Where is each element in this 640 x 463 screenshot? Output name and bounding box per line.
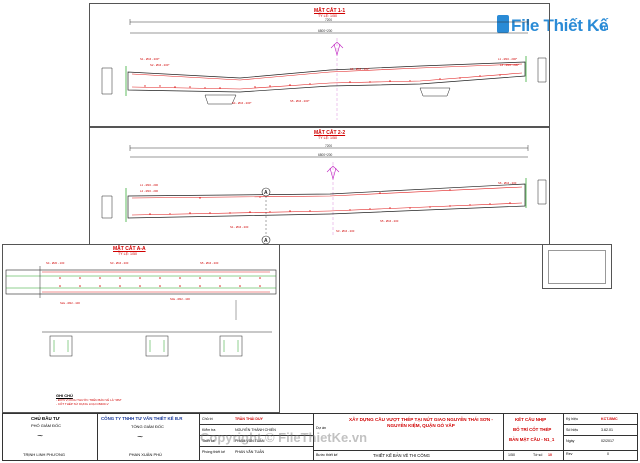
svg-text:S5 - Ø16 - 200*: S5 - Ø16 - 200* (290, 99, 310, 103)
section-2-scale: TỶ LỆ: 1/50 (318, 136, 337, 140)
section-1-title: MẶT CẮT 1-1 (314, 8, 346, 14)
logo-text: File Thiết Kế (511, 16, 609, 35)
section-1-frame (89, 3, 550, 127)
drawing-canvas: 7200 6800+200 S1 - Ø16 - 200* S2 - Ø16 -… (5, 18, 547, 357)
section-a-title: MẶT CẮT A-A (113, 246, 146, 252)
rev-label: Rev (566, 452, 573, 456)
svg-text:S3a - Ø22 - 100: S3a - Ø22 - 100 (170, 297, 190, 301)
svg-text:S6 - Ø16 - 200*: S6 - Ø16 - 200* (350, 67, 370, 71)
director-label: TỔNG GIÁM ĐỐC (131, 424, 164, 429)
svg-text:A: A (264, 190, 268, 196)
logo-icon (497, 15, 509, 33)
section-2-drawing: 7200 6800+200 A A L1 - Ø16 - 200 L4 - Ø1… (101, 144, 547, 245)
scale-value: 1/50 (508, 453, 515, 457)
project-name: XÂY DỰNG CẦU VƯỢT THÉP TẠI NÚT GIAO NGUY… (349, 417, 493, 428)
svg-text:S6 - Ø16 - 200: S6 - Ø16 - 200 (498, 181, 517, 185)
svg-text:L1 - Ø16 - 200*: L1 - Ø16 - 200* (498, 57, 518, 61)
svg-text:S5 - Ø16 - 200: S5 - Ø16 - 200 (200, 261, 219, 265)
section-a-drawing: S4 - Ø20 - 100 S3 - Ø16 - 200 S5 - Ø16 -… (5, 261, 277, 357)
svg-text:L4 - Ø16 - 200: L4 - Ø16 - 200 (140, 189, 158, 193)
notes-line-2: - CỐT THÉP SỬ DỤNG LOẠI CB400-V (56, 402, 109, 406)
section-1-scale: TỶ LỆ: 1/50 (318, 14, 337, 18)
section-2-frame (89, 127, 550, 245)
role-name-2: NGUYỄN THÀNH CHIẾN (235, 428, 276, 432)
notes-title: GHI CHÚ (56, 393, 73, 398)
svg-text:L4 - Ø16 - 200*: L4 - Ø16 - 200* (500, 63, 520, 67)
svg-text:6800+200: 6800+200 (318, 153, 332, 157)
sheet-value: 10 (548, 453, 552, 457)
title-block: CHỦ ĐẦU TƯ PHÓ GIÁM ĐỐC ~ TRỊNH LINH PHƯ… (2, 413, 638, 461)
number-label: Số hiệu (566, 428, 579, 432)
drawing-title: BỐ TRÍ CỐT THÉP (513, 427, 552, 432)
section-2-title: MẶT CẮT 2-2 (314, 130, 346, 136)
stage-value: THIẾT KẾ BẢN VẼ THI CÔNG (373, 453, 430, 458)
stage-label: Bước thiết kế (316, 453, 338, 457)
role-label-4: Phòng thiết kế (202, 450, 225, 454)
section-1-drawing: 7200 6800+200 S1 - Ø16 - 200* S2 - Ø16 -… (101, 18, 547, 120)
notes-line-1: - ĐƠN VỊ KÍCH THƯỚC TRÊN BẢN VẼ LÀ "MM" (56, 398, 122, 402)
detail-frame-inner (548, 250, 606, 284)
svg-text:S2 - Ø16 - 200*: S2 - Ø16 - 200* (150, 63, 170, 67)
investor-label: CHỦ ĐẦU TƯ (31, 416, 60, 421)
svg-text:S4 - Ø20 - 100: S4 - Ø20 - 100 (46, 261, 65, 265)
svg-text:L1 - Ø16 - 200: L1 - Ø16 - 200 (140, 183, 158, 187)
logo-domain: .vn (597, 23, 609, 32)
svg-text:S2a - Ø22 - 100: S2a - Ø22 - 100 (60, 301, 80, 305)
section-a-frame (2, 244, 280, 413)
deputy-director-label: PHÓ GIÁM ĐỐC (31, 423, 62, 428)
section-1-dim-total: 7200 (325, 18, 332, 22)
project-label: Dự án (316, 426, 326, 430)
investor-name: TRỊNH LINH PHƯƠNG (23, 452, 65, 457)
svg-text:S4 - Ø16 - 200*: S4 - Ø16 - 200* (232, 101, 252, 105)
svg-text:A: A (264, 238, 268, 244)
svg-text:S1 - Ø16 - 200*: S1 - Ø16 - 200* (140, 57, 160, 61)
role-name-4: PHAN VĂN TUẤN (235, 450, 265, 454)
drawing-subtitle: BẢN MẶT CẦU - N1_1 (509, 437, 555, 442)
rev-value: 0 (607, 452, 609, 456)
svg-text:7200: 7200 (325, 144, 332, 148)
section-1-dim-mid: 6800+200 (318, 29, 332, 33)
role-name-3: PHẠM VĂN TUẤN (235, 439, 265, 443)
code-value: KCT-BMC (601, 417, 618, 421)
svg-text:S3 - Ø16 - 200: S3 - Ø16 - 200 (336, 229, 355, 233)
site-logo[interactable]: File Thiết Kế .vn (497, 13, 617, 39)
notes-block: GHI CHÚ - ĐƠN VỊ KÍCH THƯỚC TRÊN BẢN VẼ … (56, 393, 122, 406)
sheet-label: Tờ số (533, 453, 543, 457)
svg-text:S3 - Ø16 - 200: S3 - Ø16 - 200 (110, 261, 129, 265)
director-signature: ~ (137, 432, 143, 443)
section-a-scale: TỶ LỆ: 1/50 (118, 252, 137, 256)
watermark: Copyright © FileThietKe.vn (200, 430, 368, 445)
svg-text:S1 - Ø16 - 200: S1 - Ø16 - 200 (230, 225, 249, 229)
svg-text:S5 - Ø16 - 200: S5 - Ø16 - 200 (380, 219, 399, 223)
director-name: PHAN XUÂN PHÚ (129, 452, 162, 457)
company-name: CÔNG TY TNHH TƯ VẤN THIẾT KẾ B.R (101, 416, 183, 421)
date-value: 02/2017 (601, 439, 614, 443)
role-label-1: Chủ trì (202, 417, 213, 421)
role-name-1: TRẦN THÁI DUY (235, 417, 263, 421)
role-label-3: Thiết kế (202, 439, 215, 443)
detail-frame (542, 244, 612, 289)
category-value: KẾT CẤU NHỊP (515, 417, 547, 422)
code-label: Ký hiệu (566, 417, 578, 421)
number-value: 3.62.01 (601, 428, 613, 432)
date-label: Ngày (566, 439, 575, 443)
role-label-2: Kiểm tra (202, 428, 216, 432)
investor-signature: ~ (37, 431, 43, 442)
